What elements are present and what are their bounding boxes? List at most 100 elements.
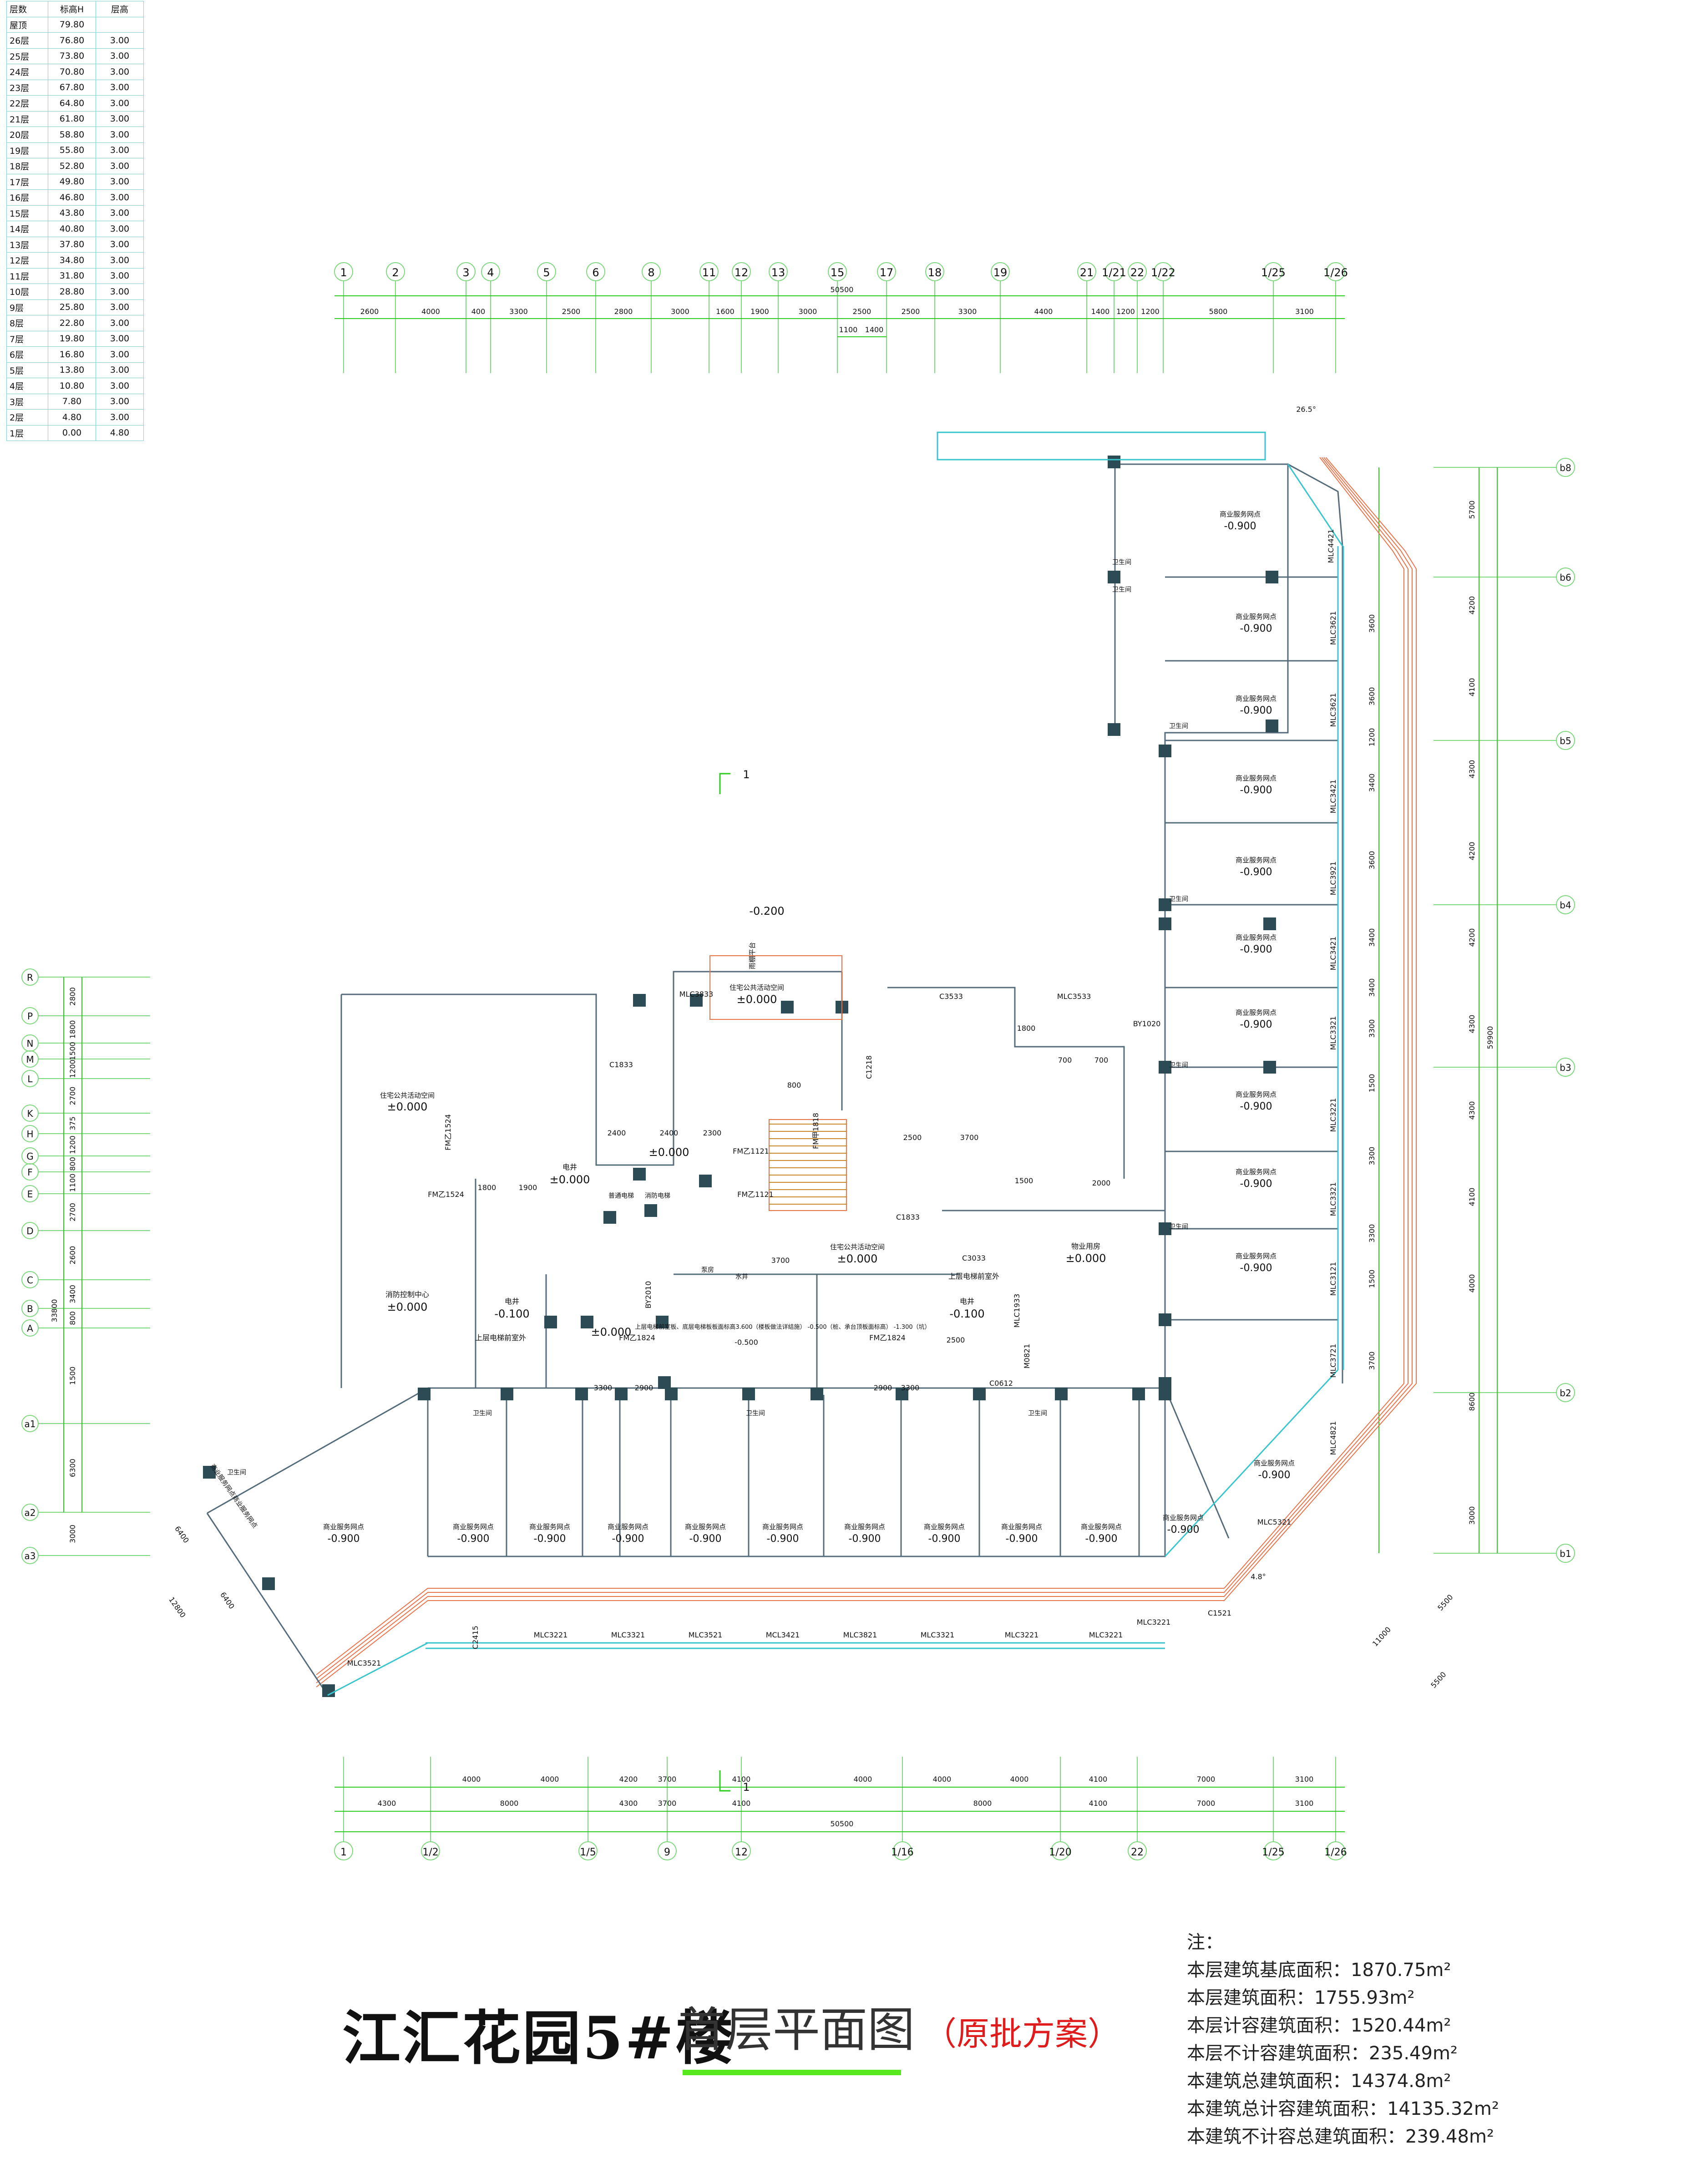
- shop-elevation: -0.900: [849, 1533, 881, 1545]
- shop-label: 商业服务网点: [1236, 613, 1277, 621]
- dim-label: 2600: [68, 1246, 77, 1265]
- inner-dim-label: 2900: [874, 1383, 892, 1392]
- door-window-tag: MLC3221: [534, 1631, 568, 1639]
- dim-label: 4100: [732, 1775, 751, 1784]
- height-cell: 3.00: [96, 221, 144, 237]
- axis-label: 1/22: [1151, 266, 1175, 279]
- inner-dim-label: 2500: [903, 1133, 922, 1142]
- inner-dim-label: 3300: [901, 1383, 920, 1392]
- height-cell: 3.00: [96, 127, 144, 143]
- column: [1132, 1388, 1145, 1400]
- room-label: 电井: [562, 1163, 577, 1171]
- inner-dim-label: 1900: [519, 1183, 537, 1192]
- dim-label: 4400: [1034, 307, 1053, 316]
- floor-cell: 9层: [6, 299, 48, 315]
- axis-label: b8: [1560, 462, 1571, 473]
- dim-label: 4300: [378, 1799, 396, 1808]
- dim-label: 4000: [1010, 1775, 1029, 1784]
- wall-segment: [595, 971, 842, 1166]
- dim-label: 7000: [1197, 1775, 1216, 1784]
- height-cell: 3.00: [96, 189, 144, 206]
- elevation-cell: 64.80: [48, 95, 96, 111]
- facade-window: [1164, 1369, 1339, 1557]
- wall-segment: [1287, 463, 1343, 1383]
- axis-label: b2: [1560, 1388, 1571, 1399]
- floor-cell: 4层: [6, 378, 48, 394]
- height-cell: 3.00: [96, 378, 144, 394]
- floor-cell: 11层: [6, 268, 48, 284]
- elevation-cell: 67.80: [48, 79, 96, 96]
- inner-dim-label: 700: [1058, 1056, 1072, 1064]
- walls: [206, 463, 1343, 1696]
- dim-label: 3400: [1368, 928, 1376, 947]
- door-window-tag: MLC3521: [689, 1631, 723, 1639]
- room-elevation: ±0.000: [591, 1326, 632, 1338]
- floor-cell: 16层: [6, 189, 48, 206]
- shop-elevation: -0.900: [1240, 1262, 1272, 1274]
- axis-label: 1/21: [1102, 266, 1126, 279]
- columns: [203, 456, 1278, 1697]
- axis-label: 1/2: [422, 1847, 438, 1858]
- dim-label: 2600: [360, 307, 379, 316]
- dim-label: 3600: [1368, 687, 1376, 706]
- door-window-tag: MLC4421: [1327, 529, 1335, 563]
- height-cell: 3.00: [96, 236, 144, 253]
- door-window-tag: MLC3421: [1329, 937, 1337, 971]
- inner-dim-label: 2400: [608, 1129, 626, 1137]
- axis-label: 1/26: [1324, 1847, 1347, 1858]
- axis-label: 17: [880, 266, 894, 279]
- section-mark: [719, 773, 730, 794]
- column: [665, 1388, 678, 1400]
- elevation-cell: 55.80: [48, 142, 96, 158]
- shop-label: 商业服务网点: [1163, 1514, 1204, 1522]
- axis-label: a1: [25, 1419, 36, 1429]
- elevation-cell: 40.80: [48, 221, 96, 237]
- door-window-tag: MLC3221: [1089, 1631, 1123, 1639]
- dim-label: 2700: [68, 1203, 77, 1221]
- column: [973, 1388, 986, 1400]
- shop-label: 商业服务网点: [1081, 1523, 1122, 1531]
- dim-label: 8000: [500, 1799, 519, 1808]
- shop-elevation: -0.900: [928, 1533, 961, 1545]
- dim-label: 3000: [799, 307, 817, 316]
- toilet-label: 卫生间: [1169, 723, 1188, 730]
- elevation-cell: 31.80: [48, 268, 96, 284]
- door-window-tag: MLC3321: [611, 1631, 645, 1639]
- room-label: 电井: [505, 1297, 519, 1306]
- shop-label: 商业服务网点: [529, 1523, 570, 1531]
- room-elevation: ±0.000: [387, 1301, 428, 1313]
- column: [1055, 1388, 1068, 1400]
- floor-cell: 24层: [6, 64, 48, 80]
- shop-elevation: -0.900: [689, 1533, 722, 1545]
- elevation-cell: 76.80: [48, 32, 96, 49]
- dim-label: 4000: [854, 1775, 872, 1784]
- axis-label: N: [27, 1038, 34, 1049]
- elevation-cell: 28.80: [48, 284, 96, 300]
- dim-label: 3400: [68, 1285, 77, 1303]
- elevation-cell: 10.80: [48, 378, 96, 394]
- dim-label: 4000: [1468, 1274, 1476, 1293]
- door-window-tag: MLC3833: [679, 990, 714, 998]
- column: [1159, 1313, 1171, 1326]
- shop-label: 商业服务网点: [1236, 1252, 1277, 1260]
- inner-dim-label: 1800: [1017, 1024, 1036, 1033]
- room-elevation: ±0.000: [649, 1146, 689, 1159]
- diagonal-dim-label: 6400: [173, 1525, 191, 1545]
- header-elevation: 标高H: [48, 1, 96, 17]
- column: [603, 1211, 616, 1224]
- axis-label: 22: [1131, 1847, 1144, 1858]
- shop-elevation: -0.900: [1006, 1533, 1038, 1545]
- building-outline: [316, 457, 1417, 1687]
- axis-label: R: [27, 972, 33, 983]
- floor-cell: 22层: [6, 95, 48, 111]
- floor-cell: 20层: [6, 127, 48, 143]
- door-window-tag: MLC3621: [1329, 693, 1337, 727]
- shop-label: 商业服务网点: [453, 1523, 494, 1531]
